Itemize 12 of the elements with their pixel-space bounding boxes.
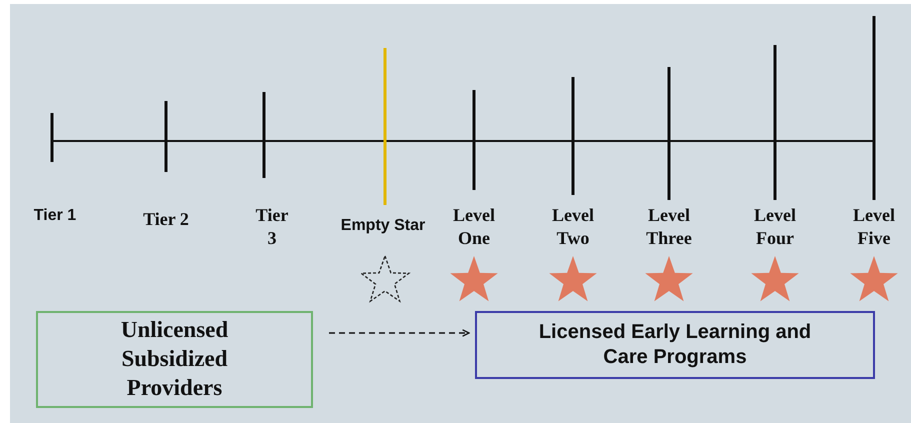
- category-box: Licensed Early Learning and Care Programs: [475, 311, 875, 379]
- arrow: [329, 329, 470, 337]
- tick-label: Tier 3: [254, 204, 290, 250]
- tick-label: Level Four: [753, 204, 797, 250]
- tick-label: Level Three: [645, 204, 693, 250]
- tick-label: Level Five: [852, 204, 896, 250]
- tick-label: Level Two: [551, 204, 595, 250]
- tick-label: Tier 1: [32, 206, 78, 226]
- tick-label: Tier 2: [142, 208, 190, 231]
- tick-label: Empty Star: [340, 216, 426, 236]
- category-box: Unlicensed Subsidized Providers: [36, 311, 313, 408]
- tick-label: Level One: [452, 204, 496, 250]
